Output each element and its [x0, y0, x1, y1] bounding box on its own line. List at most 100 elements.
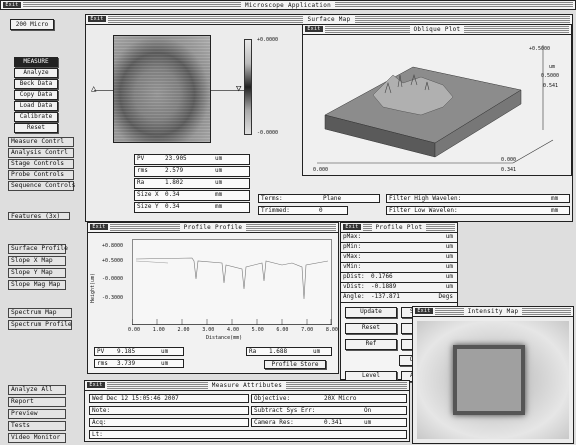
probe-controls-button[interactable]: Probe Controls — [8, 170, 74, 180]
stage-controls-button[interactable]: Stage Controls — [8, 159, 74, 169]
profile-x-tick-3: 3.00 — [202, 327, 215, 333]
profile-plot-title: Profile Plot — [371, 224, 427, 231]
arrow-right-icon[interactable]: ▽ — [236, 84, 242, 94]
intensity-title: Intensity Map — [463, 308, 523, 315]
filter-low-field[interactable]: Filter Low Wavelen:mm — [386, 206, 570, 215]
spectrum-map-button[interactable]: Spectrum Map — [8, 308, 72, 318]
color-scale-bar — [244, 39, 252, 135]
scale-bottom-label: -0.0000 — [257, 130, 279, 136]
profile-y-tick-0: +0.8000 — [102, 243, 124, 249]
scale-top-label: +0.0000 — [257, 37, 279, 43]
profile-plot-exit-button[interactable]: Exit — [343, 224, 361, 230]
features-button[interactable]: Features (3x) — [8, 212, 70, 220]
load-data-button[interactable]: Load Data — [14, 101, 58, 111]
sidebar-group-main: MEASURE Analyze Beck Data Copy Data Load… — [14, 57, 58, 133]
intensity-map-window: Exit Intensity Map — [412, 306, 574, 444]
intensity-square — [453, 345, 525, 415]
terms-field[interactable]: Terms:Plane — [258, 194, 380, 203]
profile-x-tick-1: 1.00 — [152, 327, 165, 333]
analyze-button[interactable]: Analyze — [14, 68, 58, 78]
app-title-bar: Exit Microscope Application — [0, 0, 576, 10]
app-title: Microscope Application — [240, 1, 336, 9]
intensity-exit-button[interactable]: Exit — [415, 308, 433, 314]
oblique-exit-button[interactable]: Exit — [305, 26, 323, 32]
oblique-x-right: 0.341 — [501, 167, 517, 173]
profile-x-ticks: 0.00 1.00 2.00 3.00 4.00 5.00 6.00 7.00 … — [128, 327, 338, 333]
measure-attributes-window: Exit Measure Attributes Wed Dec 12 15:05… — [84, 380, 410, 442]
sidebar-group-bottom: Analyze All Report Preview Tests Video M… — [8, 385, 66, 443]
copy-data-button[interactable]: Copy Data — [14, 90, 58, 100]
vmax-row: vMax:um — [341, 253, 457, 263]
surface-map-exit-button[interactable]: Exit — [88, 16, 106, 22]
profile-exit-button[interactable]: Exit — [90, 224, 108, 230]
back-data-button[interactable]: Beck Data — [14, 79, 58, 89]
trimmed-field[interactable]: Trimmed:0 — [258, 206, 348, 215]
app-exit-button[interactable]: Exit — [3, 2, 21, 8]
scale-button[interactable]: 200 Micro — [10, 19, 54, 30]
intensity-image[interactable] — [417, 321, 569, 439]
sequence-controls-button[interactable]: Sequence Controls — [8, 181, 75, 191]
profile-store-button[interactable]: Profile Store — [264, 360, 326, 369]
analysis-control-button[interactable]: Analysis Contrl — [8, 148, 74, 158]
note-field[interactable]: Note: — [89, 406, 249, 415]
lt-field[interactable]: Lt: — [89, 430, 407, 439]
date-field: Wed Dec 12 15:05:46 2007 — [89, 394, 249, 403]
surface-profile-button[interactable]: Surface Profile — [8, 244, 68, 254]
sidebar-group-controls: Measure Contrl Analysis Contrl Stage Con… — [8, 137, 75, 191]
profile-titlebar: Exit Profile Profile — [88, 223, 338, 233]
surface-map-image[interactable] — [113, 35, 211, 143]
profile-y-tick-3: -0.3000 — [102, 295, 124, 301]
oblique-plot-window: Exit Oblique Plot +0.5000 um 0.5000 0.54… — [302, 24, 572, 176]
profile-plot[interactable] — [132, 239, 332, 325]
update-button[interactable]: Update — [345, 307, 397, 318]
measure-attrs-titlebar: Exit Measure Attributes — [85, 381, 409, 391]
arrow-left-icon[interactable]: △ — [91, 84, 97, 94]
preview-button[interactable]: Preview — [8, 409, 66, 419]
oblique-3d-plot[interactable] — [303, 35, 571, 175]
profile-y-tick-2: -0.0000 — [102, 276, 124, 282]
report-button[interactable]: Report — [8, 397, 66, 407]
ref-button[interactable]: Ref — [345, 339, 397, 350]
measure-button[interactable]: MEASURE — [14, 57, 58, 67]
profile-x-axis-label: Distance(mm) — [206, 335, 243, 341]
slope-y-map-button[interactable]: Slope Y Map — [8, 268, 66, 278]
oblique-z-unit: um — [549, 64, 556, 70]
filter-high-field[interactable]: Filter High Wavelen:mm — [386, 194, 570, 203]
empty-slot — [345, 355, 395, 364]
acq-field[interactable]: Acq: — [89, 418, 249, 427]
profile-x-tick-0: 0.00 — [128, 327, 141, 333]
vmin-row: vMin:um — [341, 263, 457, 273]
measure-attrs-exit-button[interactable]: Exit — [87, 382, 105, 388]
sidebar-group-spectrum: Spectrum Map Spectrum Profile — [8, 308, 72, 330]
slope-mag-map-button[interactable]: Slope Mag Map — [8, 280, 66, 290]
analyze-all-button[interactable]: Analyze All — [8, 385, 66, 395]
slope-x-map-button[interactable]: Slope X Map — [8, 256, 66, 266]
calibrate-button[interactable]: Calibrate — [14, 112, 58, 122]
oblique-title: Oblique Plot — [409, 26, 465, 33]
profile-x-tick-4: 4.00 — [226, 327, 239, 333]
subtract-field: Subtract Sys Err:On — [251, 406, 407, 415]
tests-button[interactable]: Tests — [8, 421, 66, 431]
pmax-row: pMax:um — [341, 233, 457, 243]
reset-button[interactable]: Reset — [14, 123, 58, 133]
profile-x-tick-5: 5.00 — [251, 327, 264, 333]
intensity-titlebar: Exit Intensity Map — [413, 307, 573, 317]
spectrum-profile-button[interactable]: Spectrum Profile — [8, 320, 72, 330]
measure-control-button[interactable]: Measure Contrl — [8, 137, 74, 147]
video-monitor-button[interactable]: Video Monitor — [8, 433, 66, 443]
measure-attrs-title: Measure Attributes — [207, 382, 287, 389]
profile-y-axis-label: Height(um) — [90, 272, 97, 304]
profile-x-tick-7: 7.00 — [301, 327, 314, 333]
reset-profile-button[interactable]: Reset — [345, 323, 397, 334]
objective-field: Objective:20X Micro — [251, 394, 407, 403]
oblique-titlebar: Exit Oblique Plot — [303, 25, 571, 35]
